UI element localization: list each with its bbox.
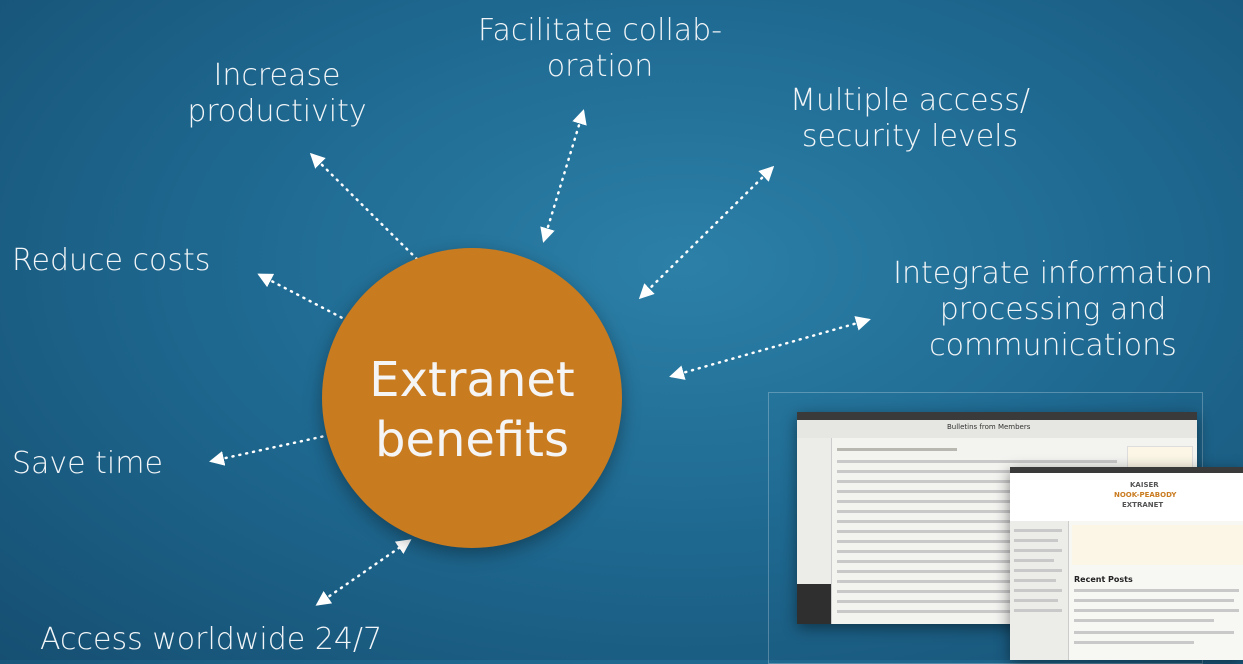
front-logo-line-3: EXTRANET	[1122, 501, 1164, 509]
label-save-time: Save time	[12, 446, 163, 481]
center-label-line-1: Extranet	[369, 352, 575, 408]
label-reduce-costs: Reduce costs	[12, 243, 211, 278]
arrow-multiple-access	[638, 165, 775, 300]
arrow-integrate-information	[669, 316, 871, 380]
arrow-increase-productivity	[309, 152, 431, 273]
front-logo-line-1: KAISER	[1130, 481, 1159, 489]
label-increase-productivity: Increase productivity	[187, 58, 367, 129]
center-label: Extranet benefits	[322, 350, 622, 470]
arrow-access-worldwide	[315, 539, 412, 606]
center-label-line-2: benefits	[374, 412, 569, 468]
label-integrate-information: Integrate information processing and com…	[893, 256, 1213, 363]
label-access-worldwide: Access worldwide 24/7	[40, 622, 383, 657]
extranet-screenshot-front: KAISER NOOK-PEABODY EXTRANET Recent Post…	[1010, 467, 1243, 660]
label-multiple-access: Multiple access/ security levels	[790, 83, 1030, 154]
back-window-title: Bulletins from Members	[947, 423, 1031, 431]
front-heading: Recent Posts	[1074, 575, 1133, 584]
front-logo-line-2: NOOK-PEABODY	[1114, 491, 1177, 499]
center-circle	[322, 248, 622, 548]
label-facilitate-collaboration: Facilitate collab- oration	[477, 13, 723, 84]
arrow-facilitate-collaboration	[540, 109, 587, 243]
